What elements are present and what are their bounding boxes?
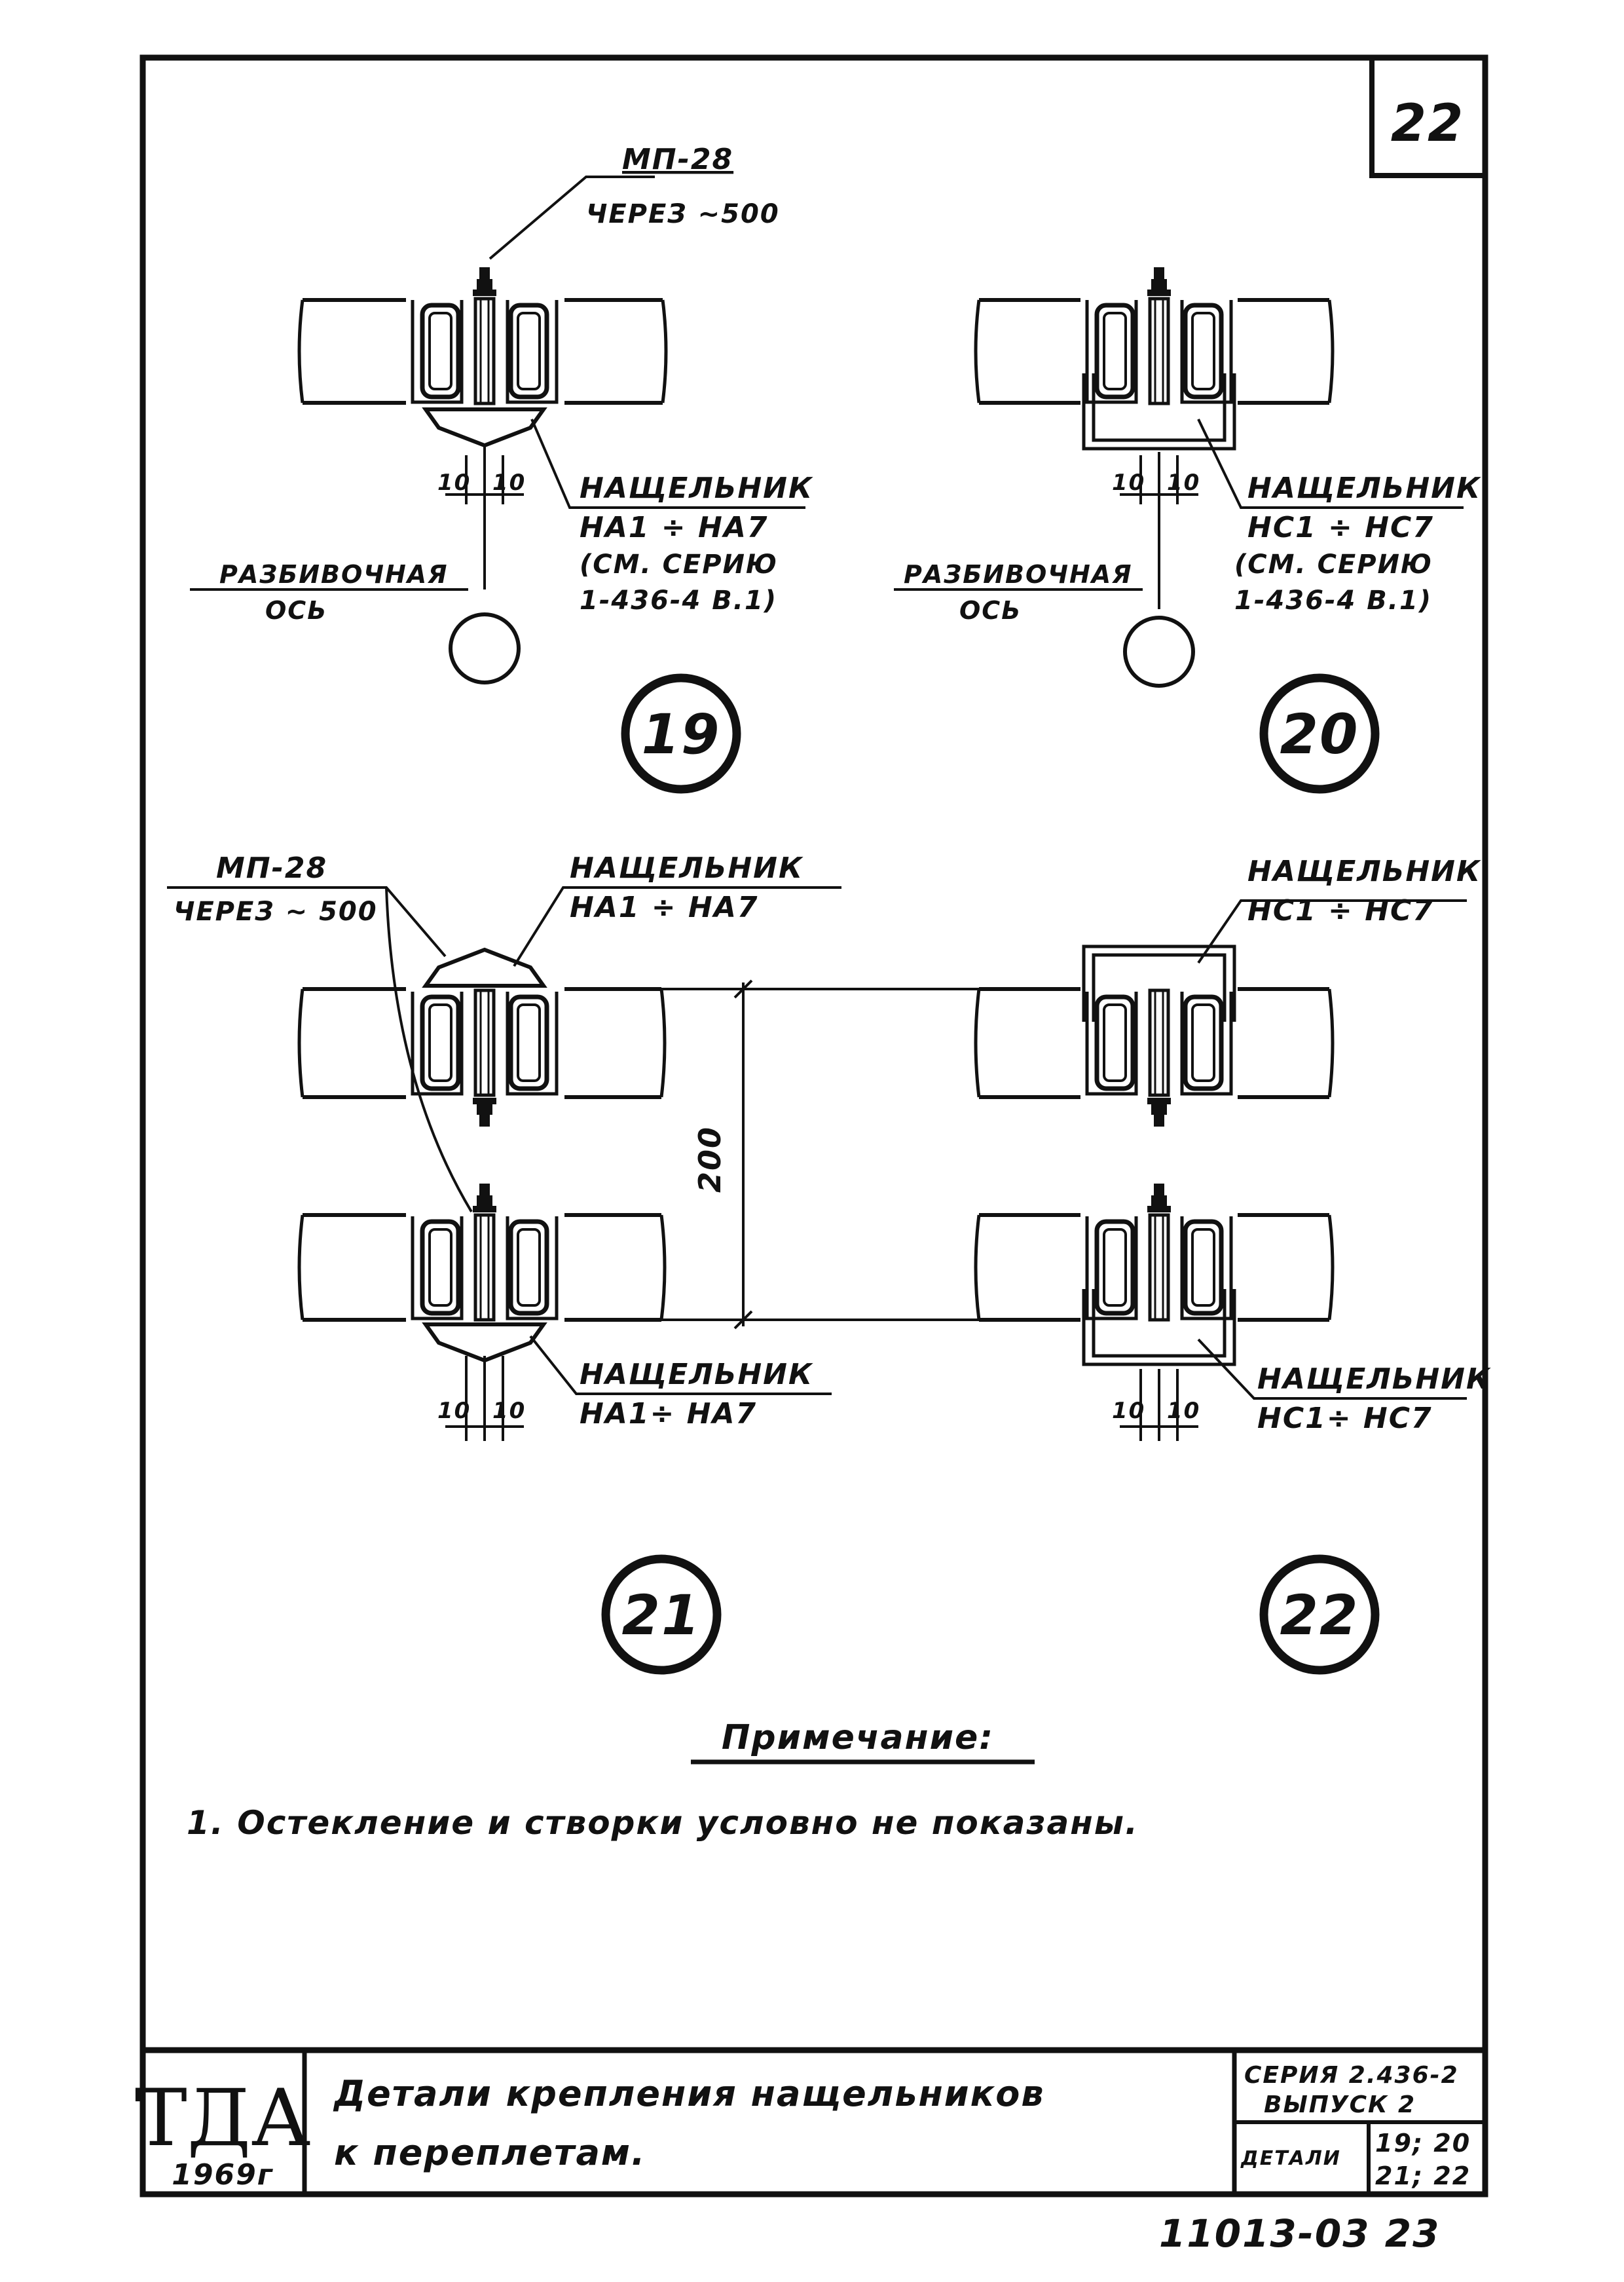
detail-21-bolt: МП-28 [216,851,327,885]
detail-20-reference-2: 1-436-4 В.1) [1234,586,1432,616]
note-heading: Примечание: [722,1718,994,1757]
detail-21-bolt-spacing: ЧЕРЕЗ ~ 500 [174,897,378,927]
archive-stamp: 11013-03 23 [1159,2211,1440,2256]
detail-21-strip-label-bottom: НАЩЕЛЬНИК [580,1358,813,1391]
axis-bubble-20 [1123,616,1195,688]
detail-19-number: 19 [642,702,721,766]
detail-19-dim-b: 10 [492,470,526,496]
detail-19-axis-1: РАЗБИВОЧНАЯ [219,560,448,589]
title-block-title-1: Детали крепления нащельников [333,2073,1045,2114]
detail-20-marker [1259,673,1380,794]
detail-22-strip-range-bottom: НС1÷ НС7 [1257,1402,1433,1435]
detail-22-number: 22 [1280,1583,1359,1647]
detail-20-axis-2: ОСЬ [959,596,1022,625]
detail-20-strip-label: НАЩЕЛЬНИК [1247,472,1481,505]
detail-21-strip-label-top: НАЩЕЛЬНИК [570,851,803,885]
detail-19-bolt: МП-28 [622,143,733,176]
detail-19-reference-2: 1-436-4 В.1) [580,586,777,616]
detail-19-strip-label: НАЩЕЛЬНИК [580,472,813,505]
title-block-detail-label: ДЕТАЛИ [1240,2147,1341,2170]
detail-21-number: 21 [622,1583,701,1647]
title-block-year: 1969г [172,2158,273,2192]
detail-22-strip-label-top: НАЩЕЛЬНИК [1247,855,1481,888]
detail-19-reference-1: (СМ. СЕРИЮ [580,550,778,580]
detail-21-dim-gap: 200 [692,1126,728,1193]
note-text: 1. Остекление и створки условно не показ… [187,1804,1139,1842]
detail-19: 19 МП-28 ЧЕРЕЗ ~500 НАЩЕЛЬНИК НА1 ÷ НА7 … [190,143,813,794]
detail-20: 20 НАЩЕЛЬНИК НС1 ÷ НС7 (СМ. СЕРИЮ 1-436-… [894,267,1481,794]
detail-22-dim-a: 10 [1112,1398,1145,1424]
title-block-detail-numbers-2: 21; 22 [1375,2161,1471,2190]
detail-20-dim-a: 10 [1112,470,1145,496]
detail-20-reference-1: (СМ. СЕРИЮ [1234,550,1433,580]
detail-22: 22 НАЩЕЛЬНИК НС1 ÷ НС7 НАЩЕЛЬНИК НС1÷ НС… [974,855,1491,1675]
detail-22-strip-range-top: НС1 ÷ НС7 [1247,894,1434,927]
detail-21-strip-range-top: НА1 ÷ НА7 [570,891,759,924]
title-block-org: ТДА [135,2073,310,2164]
title-block-title-2: к переплетам. [334,2132,646,2173]
detail-22-marker [1259,1554,1380,1675]
page-number-box [1369,58,1485,178]
detail-20-dim-b: 10 [1167,470,1200,496]
detail-19-bolt-spacing: ЧЕРЕЗ ~500 [586,199,780,229]
sheet-border [139,54,1488,2198]
detail-20-axis-1: РАЗБИВОЧНАЯ [904,560,1132,589]
title-block: ТДА 1969г Детали крепления нащельников к… [135,2047,1485,2194]
detail-21-marker [601,1554,722,1675]
detail-20-number: 20 [1280,702,1359,766]
detail-19-marker [621,673,741,794]
page-number: 22 [1391,94,1465,153]
title-block-series: СЕРИЯ 2.436-2 [1244,2062,1459,2089]
detail-19-axis-2: ОСЬ [265,596,327,625]
detail-20-strip-range: НС1 ÷ НС7 [1247,511,1434,544]
detail-19-dim-a: 10 [437,470,471,496]
detail-21-dim-b: 10 [492,1398,526,1424]
detail-22-strip-label-bottom: НАЩЕЛЬНИК [1257,1362,1491,1396]
detail-21-strip-range-bottom: НА1÷ НА7 [580,1397,757,1431]
title-block-detail-numbers-1: 19; 20 [1375,2129,1471,2158]
axis-bubble-19 [449,612,521,684]
detail-19-strip-range: НА1 ÷ НА7 [580,511,769,544]
detail-21-dim-a: 10 [437,1398,471,1424]
detail-21: 200 21 МП-28 ЧЕРЕЗ ~ 500 НАЩЕЛЬНИК НА1 ÷… [167,851,999,1675]
detail-22-dim-b: 10 [1167,1398,1200,1424]
title-block-issue: ВЫПУСК 2 [1264,2091,1416,2118]
